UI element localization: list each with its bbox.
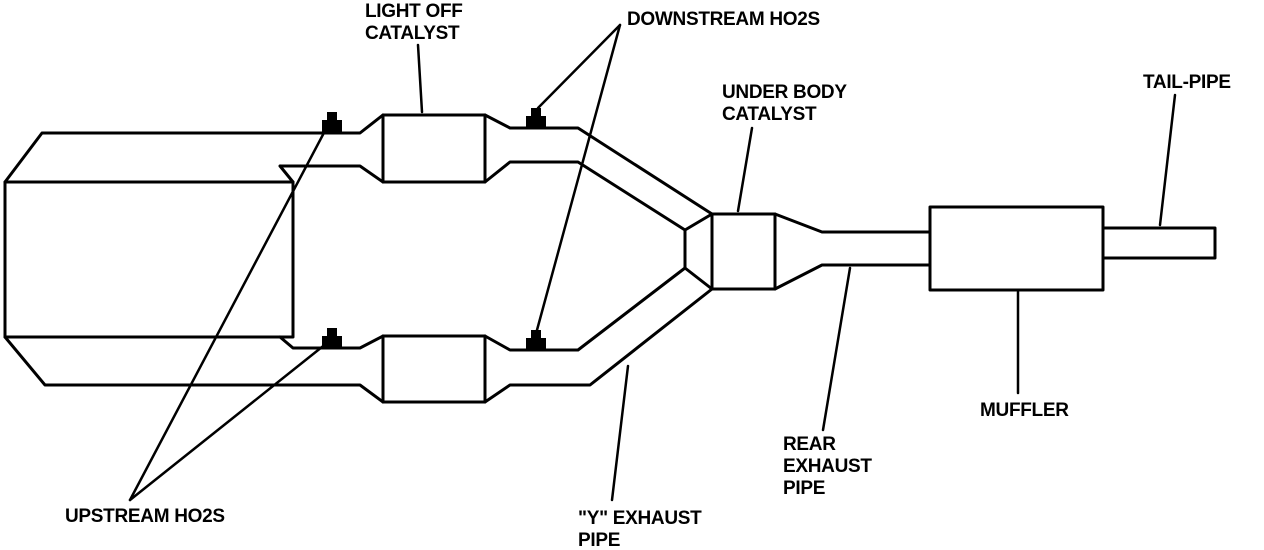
- upper-pipe-out: [483, 113, 714, 232]
- label-rear-exhaust-pipe: REAR EXHAUST PIPE: [783, 434, 877, 499]
- label-line: "Y" EXHAUST: [578, 508, 702, 529]
- label-line: UPSTREAM HO2S: [65, 506, 225, 527]
- rear-exhaust-pipe-shape: [773, 212, 932, 291]
- label-line: EXHAUST: [783, 456, 872, 477]
- lower-exhaust-branch: [328, 266, 714, 404]
- upper-exhaust-branch: [328, 113, 714, 232]
- upper-light-off-catalyst: [381, 113, 487, 184]
- leader-downstream-ho2s-lower: [535, 23, 622, 332]
- leader-y-exhaust-pipe: [610, 364, 630, 502]
- leader-downstream-ho2s-upper: [536, 23, 622, 110]
- label-line: REAR: [783, 434, 836, 455]
- label-line: UNDER BODY: [722, 82, 847, 103]
- lower-light-off-catalyst: [381, 334, 487, 404]
- label-line: LIGHT OFF: [365, 1, 463, 22]
- label-line: MUFFLER: [980, 400, 1069, 421]
- ho2s-sensors: [322, 108, 546, 350]
- leader-lines: [128, 23, 1177, 502]
- upstream-ho2s-lower-sensor: [322, 328, 342, 348]
- upper-pipe: [328, 113, 385, 184]
- label-line: CATALYST: [722, 104, 817, 125]
- label-line: DOWNSTREAM HO2S: [627, 9, 820, 30]
- leader-light-off-catalyst: [416, 43, 424, 114]
- downstream-ho2s-lower-sensor: [526, 330, 546, 350]
- tail-pipe-shape: [1101, 226, 1217, 260]
- label-light-off-catalyst: LIGHT OFF CATALYST: [365, 1, 468, 44]
- label-upstream-ho2s: UPSTREAM HO2S: [65, 506, 225, 527]
- engine-block: [3, 180, 295, 339]
- y-pipe-junction: [683, 212, 714, 291]
- label-line: CATALYST: [365, 23, 460, 44]
- label-line: PIPE: [578, 530, 620, 550]
- engine: [3, 131, 332, 387]
- engine-lower-head: [3, 335, 332, 387]
- label-muffler: MUFFLER: [980, 400, 1069, 421]
- label-downstream-ho2s: DOWNSTREAM HO2S: [627, 9, 820, 30]
- downstream-ho2s-upper-sensor: [526, 108, 546, 128]
- label-line: PIPE: [783, 478, 825, 499]
- leader-upstream-ho2s-lower: [128, 341, 329, 502]
- muffler-shape: [928, 205, 1105, 292]
- leader-rear-exhaust-pipe: [821, 266, 852, 432]
- label-y-exhaust-pipe: "Y" EXHAUST PIPE: [578, 508, 706, 550]
- leader-tail-pipe: [1158, 93, 1177, 227]
- lower-pipe-out: [483, 266, 714, 404]
- under-body-catalyst-shape: [710, 212, 777, 291]
- engine-upper-head: [3, 131, 332, 184]
- label-tail-pipe: TAIL-PIPE: [1143, 72, 1231, 93]
- label-under-body-catalyst: UNDER BODY CATALYST: [722, 82, 851, 125]
- leader-upstream-ho2s-upper: [128, 125, 329, 502]
- leader-under-body-catalyst: [736, 126, 754, 213]
- label-line: TAIL-PIPE: [1143, 72, 1231, 93]
